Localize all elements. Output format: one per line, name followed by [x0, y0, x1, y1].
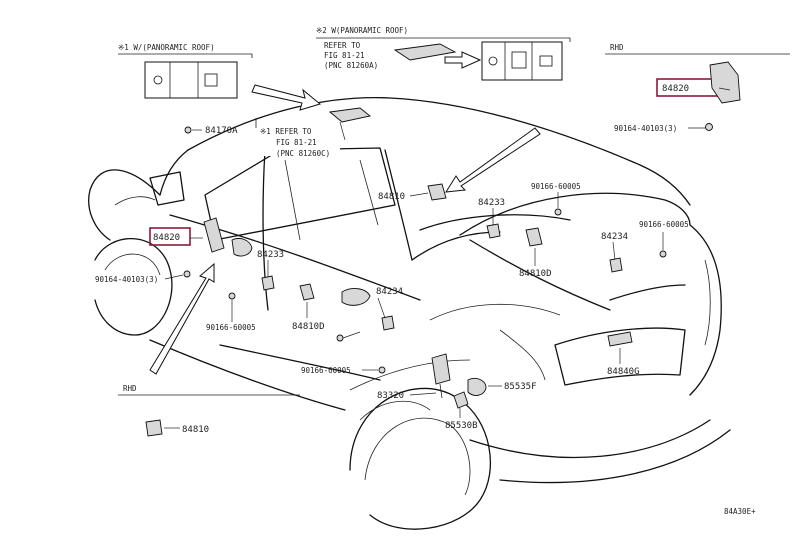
- clip-part: [184, 126, 192, 134]
- part-label-90166-right[interactable]: 90166-60005: [639, 220, 689, 229]
- part-label-84820-right[interactable]: 84820: [662, 84, 689, 94]
- part-label-84810D-left[interactable]: 84810D: [292, 322, 325, 332]
- switch-icon: [511, 51, 527, 69]
- switch-part-84810: [427, 183, 447, 201]
- clip-part: [453, 391, 469, 409]
- highlight-box-84820-left: [149, 227, 191, 246]
- rhd-inset-bottom: RHD 84810: [118, 384, 300, 437]
- refer-top-line1: REFER TO: [324, 41, 361, 50]
- refer-top-line2: FIG 81-21: [324, 51, 365, 60]
- screw-part: [659, 250, 667, 258]
- part-label-84233-mid[interactable]: 84233: [478, 198, 505, 208]
- pointer-arrow-icon: [445, 127, 541, 193]
- fuel-door-part: [341, 288, 371, 306]
- part-label-84170A[interactable]: 84170A: [205, 126, 238, 136]
- pointer-arrow-icon: [251, 84, 322, 111]
- part-label-84234-left[interactable]: 84234: [376, 287, 403, 297]
- rhd-bottom-label: RHD: [123, 384, 137, 393]
- screw-part: [228, 292, 236, 300]
- part-label-90164-right[interactable]: 90164-40103(3): [614, 124, 677, 133]
- note-panoramic-left: ※1 W/(PANORAMIC ROOF): [118, 43, 215, 52]
- refer-mid-line2: FIG 81-21: [276, 138, 317, 147]
- part-label-90166-top[interactable]: 90166-60005: [531, 182, 581, 191]
- switch-part: [261, 275, 275, 291]
- lamp-part: [231, 237, 253, 257]
- overhead-console-part: [393, 43, 457, 61]
- part-label-84810[interactable]: 84810: [378, 192, 405, 202]
- screw-part: [183, 270, 191, 278]
- note-panoramic-top: ※2 W(PANORAMIC ROOF): [316, 26, 408, 35]
- part-label-84234-right[interactable]: 84234: [601, 232, 628, 242]
- part-label-84810D-right[interactable]: 84810D: [519, 269, 552, 279]
- switch-icon: [204, 73, 218, 87]
- screw-part: [336, 334, 344, 342]
- switch-part: [525, 227, 543, 247]
- part-label-84820-left[interactable]: 84820: [153, 233, 180, 243]
- rhd-top-label: RHD: [610, 43, 624, 52]
- part-label-83320[interactable]: 83320: [377, 391, 404, 401]
- switch-part: [381, 315, 395, 331]
- switch-part: [486, 223, 501, 239]
- sensor-part: [431, 353, 451, 385]
- lamp-icon: [488, 56, 498, 66]
- part-label-85530B[interactable]: 85530B: [445, 421, 478, 431]
- switch-part-84840G: [607, 331, 633, 347]
- screw-part: [554, 208, 562, 216]
- part-label-90166-left[interactable]: 90166-60005: [206, 323, 256, 332]
- refer-top-line3: (PNC 81260A): [324, 61, 378, 70]
- pointer-arrow-icon: [149, 262, 215, 375]
- pointer-arrow-icon: [444, 51, 482, 69]
- car-body-outline: [88, 96, 731, 530]
- diagram-code: 84A30E+: [724, 507, 756, 516]
- lamp-icon: [153, 75, 163, 85]
- screw-part: [705, 123, 713, 131]
- plug-part: [467, 377, 487, 396]
- part-label-90164-left[interactable]: 90164-40103(3): [95, 275, 158, 284]
- refer-box-mid: ※1 REFER TO FIG 81-21 (PNC 81260C): [255, 107, 372, 158]
- part-label-84233-left[interactable]: 84233: [257, 250, 284, 260]
- part-84820-left: [203, 217, 225, 253]
- part-label-90166-bottom[interactable]: 90166-60005: [301, 366, 351, 375]
- refer-mid-line1: ※1 REFER TO: [260, 127, 312, 136]
- switch-part: [299, 283, 315, 301]
- switch-part: [609, 257, 623, 273]
- part-label-85535F[interactable]: 85535F: [504, 382, 537, 392]
- refer-mid-line3: (PNC 81260C): [276, 149, 330, 158]
- inset-panoramic-left: ※1 W/(PANORAMIC ROOF): [118, 43, 253, 99]
- switch-part-84810-rhd: [145, 419, 163, 437]
- overhead-lamp-part: [328, 107, 372, 123]
- part-84820-right: [709, 61, 741, 104]
- part-label-84840G[interactable]: 84840G: [607, 367, 640, 377]
- inset-panoramic-top: ※2 W(PANORAMIC ROOF) REFER TO FIG 81-21 …: [316, 26, 571, 81]
- rhd-inset-top: RHD 84820 90164-40103(3): [605, 43, 790, 133]
- part-label-84810-rhd[interactable]: 84810: [182, 425, 209, 435]
- switch-icon: [539, 55, 553, 67]
- screw-part: [378, 366, 386, 374]
